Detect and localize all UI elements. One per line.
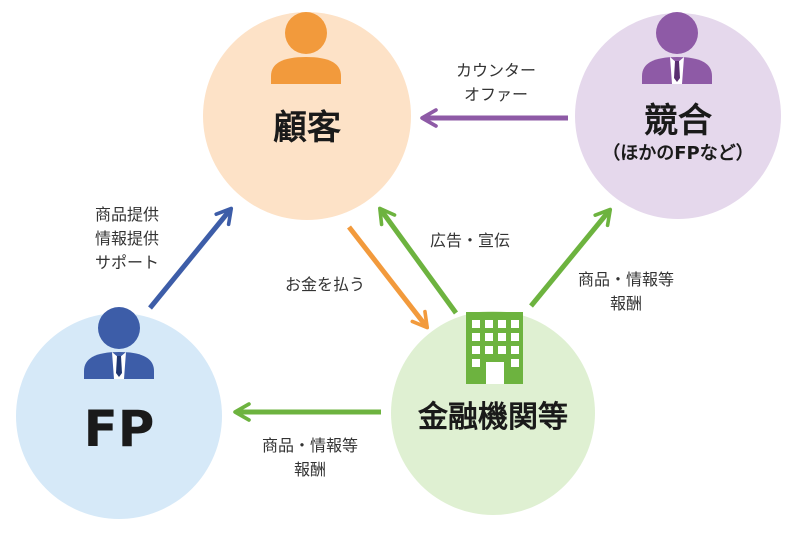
arrow-financial-to-customer (378, 206, 459, 315)
person-icon (271, 12, 341, 84)
edge-label-line: 商品・情報等 (261, 436, 358, 455)
arrow-fp-to-customer (148, 206, 234, 310)
edge-label-to-competitor: 商品・情報等 報酬 (556, 268, 696, 316)
edge-label-line: 広告・宣伝 (429, 231, 510, 250)
edge-label-line: 情報提供 (94, 229, 159, 248)
businessman-icon (84, 307, 154, 379)
fp-label: FP (83, 400, 155, 458)
competitor-circle (575, 13, 781, 219)
edge-label-counter-offer: カウンター オファー (436, 59, 556, 107)
edge-label-to-fp: 商品・情報等 報酬 (240, 434, 380, 482)
arrow-financial-to-competitor (529, 207, 613, 308)
edge-label-line: カウンター (455, 61, 536, 80)
fp-circle (16, 313, 222, 519)
competitor-sublabel: （ほかのFPなど） (602, 143, 754, 164)
edge-label-line: 報酬 (293, 460, 326, 479)
edge-label-line: 商品提供 (94, 205, 159, 224)
edge-label-fp-support: 商品提供 情報提供 サポート (72, 203, 182, 275)
customer-circle (203, 12, 411, 220)
financial-label: 金融機関等 (418, 400, 568, 435)
competitor-label: 競合 (644, 101, 712, 141)
customer-label: 顧客 (273, 108, 341, 148)
businessman-icon (642, 12, 712, 84)
financial-circle (391, 311, 595, 515)
edge-label-line: お金を払う (284, 275, 365, 294)
edge-label-line: サポート (94, 253, 159, 272)
edge-label-line: 報酬 (609, 294, 642, 313)
edge-label-pay-money: お金を払う (265, 273, 385, 297)
edge-label-line: 商品・情報等 (577, 270, 674, 289)
building-icon (466, 312, 523, 384)
arrow-customer-to-financial (347, 225, 430, 330)
edge-label-line: オファー (463, 85, 528, 104)
edge-label-advertising: 広告・宣伝 (410, 229, 530, 253)
